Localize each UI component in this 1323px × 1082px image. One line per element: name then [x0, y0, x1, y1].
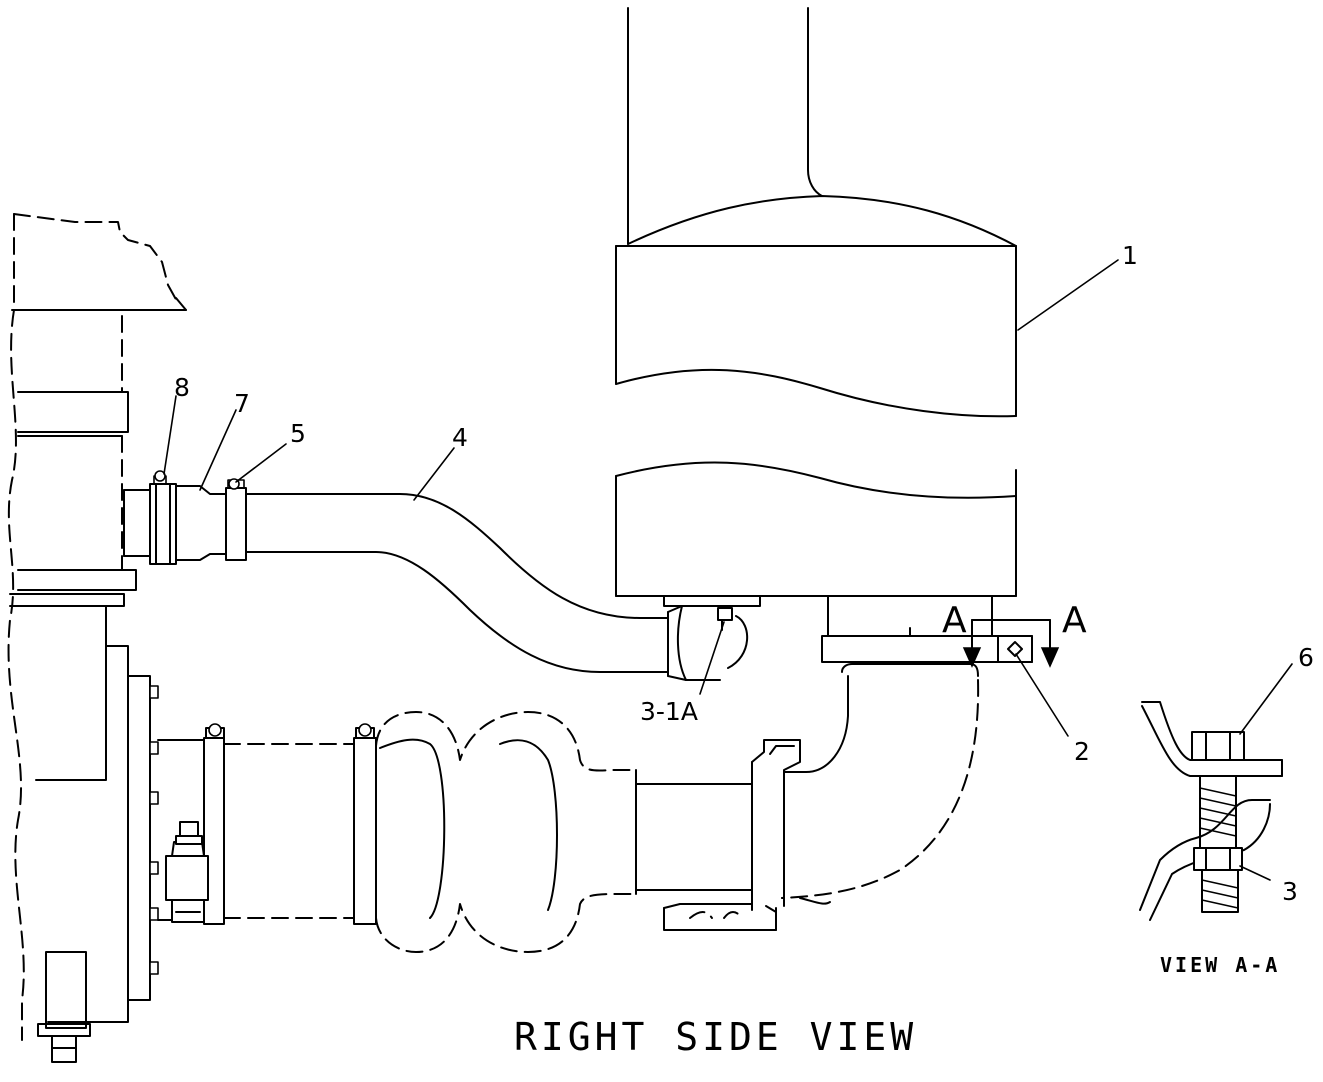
detail-view-a-a [1139, 701, 1283, 921]
pipe-clamp-5 [225, 478, 247, 561]
lower-exhaust [157, 711, 801, 953]
callout-3-1a: 3-1A [640, 697, 698, 726]
callout-4: 4 [452, 423, 468, 452]
section-line-a-a: A A [942, 600, 1087, 668]
callout-8: 8 [174, 373, 190, 402]
muffler-inlet-clamp [667, 605, 749, 681]
callout-3: 3 [1282, 877, 1298, 906]
flange-bolts [149, 685, 159, 975]
sensor-fitting [165, 821, 209, 923]
detail-view-title: VIEW A-A [1160, 953, 1280, 977]
callouts: 1 2 3 3-1A 4 5 6 7 8 [174, 241, 1314, 906]
flex-bellows [375, 711, 637, 953]
callout-6: 6 [1298, 643, 1314, 672]
callout-2: 2 [1074, 737, 1090, 766]
inlet-pipe [123, 470, 749, 681]
callout-7: 7 [234, 389, 250, 418]
leader-lines [163, 259, 1293, 881]
section-mark-right: A [1062, 600, 1087, 641]
main-view-title: RIGHT SIDE VIEW [514, 1015, 917, 1059]
callout-1: 1 [1122, 241, 1138, 270]
callout-5: 5 [290, 419, 306, 448]
engine-phantom [7, 213, 187, 1063]
section-mark-left: A [942, 600, 967, 641]
pipe-clamp-8 [153, 470, 167, 485]
muffler [615, 7, 1017, 637]
outlet-elbow [781, 627, 1033, 905]
hose-coupling [149, 483, 177, 565]
